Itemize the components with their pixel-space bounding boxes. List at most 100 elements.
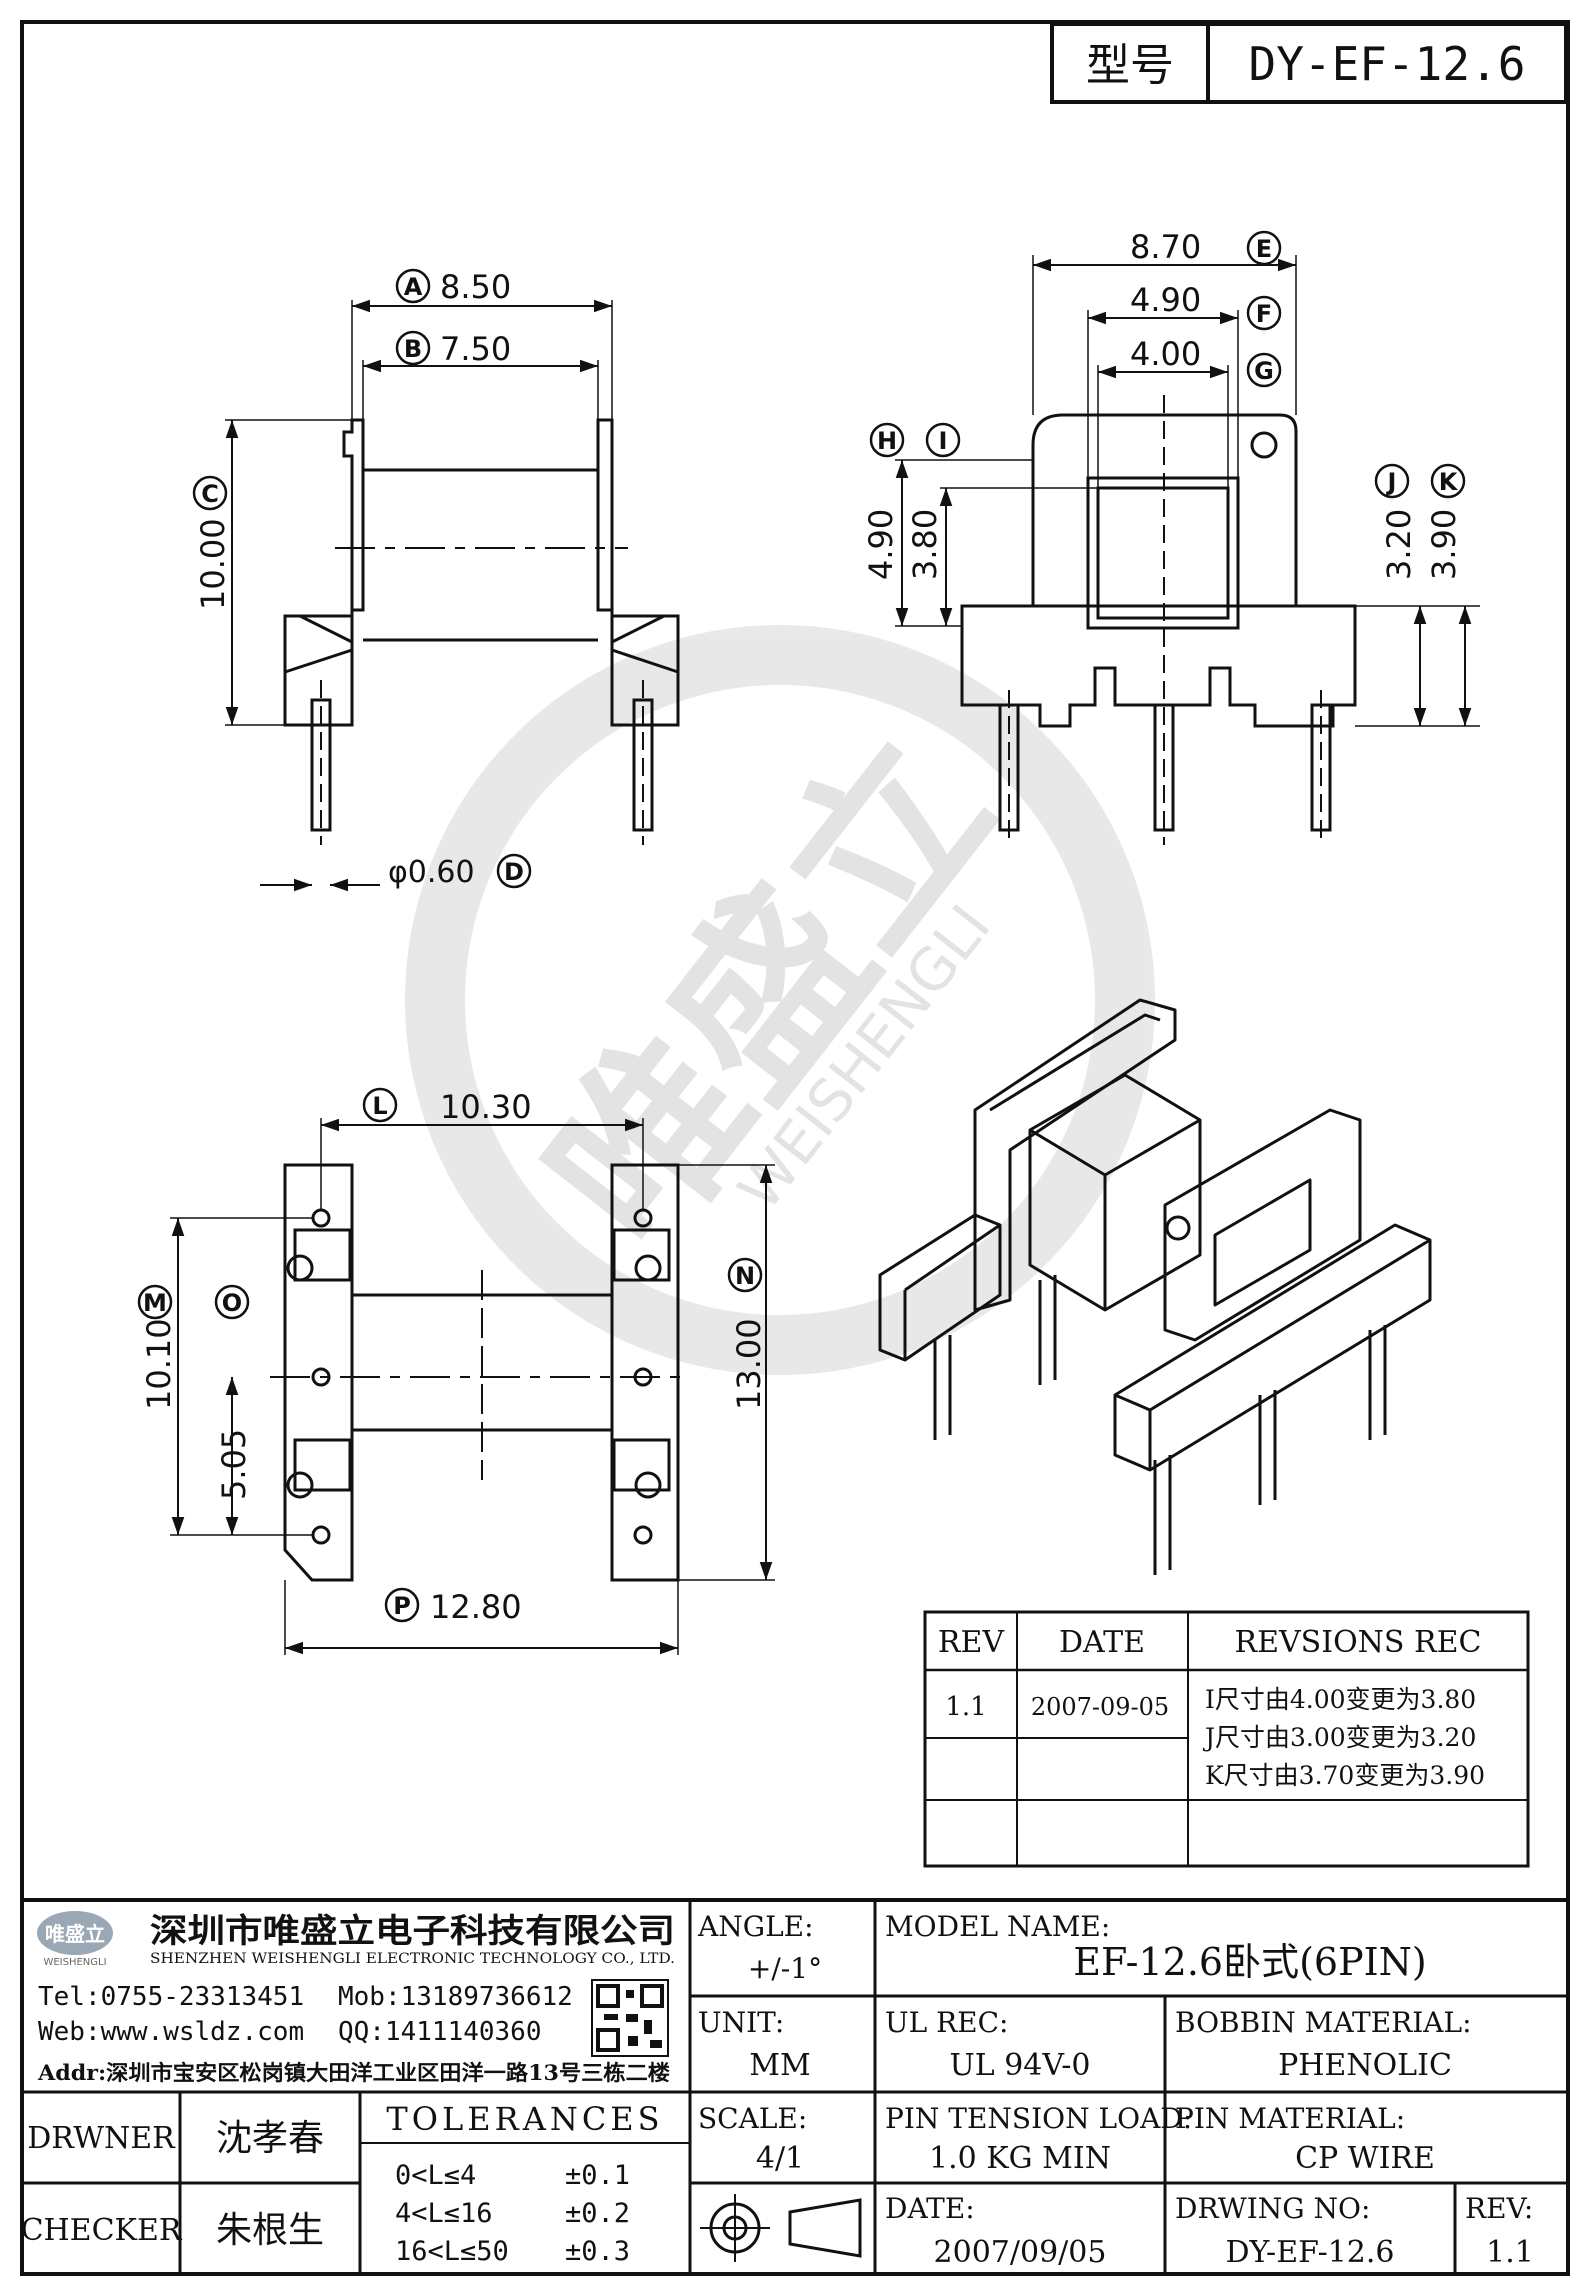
model-name-label: MODEL NAME: (885, 1910, 1110, 1943)
dim-A: 8.50 (440, 268, 511, 306)
label-A: A (404, 273, 423, 301)
pin-material-value: CP WIRE (1295, 2141, 1435, 2176)
label-C: C (201, 480, 219, 508)
unit-label: UNIT: (698, 2006, 784, 2039)
label-P: P (393, 1592, 411, 1620)
label-F: F (1256, 300, 1272, 328)
label-J: J (1386, 468, 1397, 496)
projection-symbol-icon (700, 2194, 862, 2262)
company-mob: Mob:13189736612 (338, 1982, 573, 2012)
pin-tension-label: PIN TENSION LOAD: (885, 2102, 1192, 2135)
revision-note-2: J尺寸由3.00变更为3.20 (1202, 1723, 1476, 1752)
tolerance-value-1: ±0.1 (565, 2160, 630, 2191)
tolerance-value-3: ±0.3 (565, 2236, 630, 2267)
company-logo-en: WEISHENGLI (43, 1957, 106, 1968)
dim-M: 10.10 (140, 1318, 178, 1410)
revision-note-1: I尺寸由4.00变更为3.80 (1205, 1685, 1476, 1714)
label-H: H (877, 427, 897, 455)
tolerance-value-2: ±0.2 (565, 2198, 630, 2229)
sheet-border (20, 20, 1570, 2276)
angle-value: +/-1° (748, 1952, 822, 1985)
rev-cell: 1.1 (945, 1692, 986, 1722)
dim-L: 10.30 (440, 1088, 532, 1126)
company-qq: QQ:1411140360 (338, 2017, 542, 2047)
staff-cells: DRWNER 沈孝春 CHECKER 朱根生 (21, 2118, 324, 2251)
date-header: DATE (1059, 1625, 1145, 1660)
dim-J: 3.20 (1380, 509, 1418, 580)
drawer-label: DRWNER (27, 2121, 176, 2156)
dim-C: 10.00 (194, 518, 232, 610)
revision-note-3: K尺寸由3.70变更为3.90 (1205, 1761, 1485, 1790)
isometric-view (878, 998, 1432, 1575)
side-view (895, 255, 1480, 845)
date-label: DATE: (885, 2192, 975, 2225)
dim-H: 4.90 (862, 509, 900, 580)
title-block (22, 1898, 1568, 2274)
company-name-en: SHENZHEN WEISHENGLI ELECTRONIC TECHNOLOG… (150, 1951, 675, 1967)
label-D: D (504, 858, 524, 886)
tolerance-range-1: 0<L≤4 (395, 2160, 476, 2191)
ul-rec-value: UL 94V-0 (949, 2048, 1090, 2083)
rev-label: REV: (1465, 2192, 1533, 2225)
label-B: B (404, 335, 422, 363)
dim-F: 4.90 (1130, 281, 1201, 319)
dim-G: 4.00 (1130, 335, 1201, 373)
company-name-cn: 深圳市唯盛立电子科技有限公司 (150, 1911, 675, 1950)
rev-value: 1.1 (1486, 2235, 1534, 2270)
drawing-no-label: DRWING NO: (1175, 2192, 1370, 2225)
front-view (225, 299, 680, 892)
dim-N: 13.00 (730, 1318, 768, 1410)
label-I: I (939, 427, 948, 455)
tolerances: TOLERANCES 0<L≤4 ±0.1 4<L≤16 ±0.2 16<L≤5… (386, 2100, 663, 2267)
spec-column: ANGLE: +/-1° UNIT: MM SCALE: 4/1 (697, 1910, 862, 2262)
type-value: DY-EF-12.6 (1249, 37, 1526, 91)
rev-header: REV (938, 1625, 1005, 1660)
revision-table: REV DATE REVSIONS REC 1.1 2007-09-05 I尺寸… (923, 1610, 1530, 1868)
model-info: MODEL NAME: EF-12.6卧式(6PIN) UL REC: UL 9… (885, 1910, 1534, 2270)
bobbin-material-label: BOBBIN MATERIAL: (1175, 2006, 1472, 2039)
bobbin-material-value: PHENOLIC (1278, 2048, 1452, 2083)
dim-D: φ0.60 (388, 855, 475, 890)
drawer-value: 沈孝春 (216, 2118, 324, 2159)
angle-label: ANGLE: (697, 1910, 814, 1943)
tolerance-range-3: 16<L≤50 (395, 2236, 509, 2267)
company-tel: Tel:0755-23313451 (38, 1982, 304, 2012)
date-value: 2007/09/05 (934, 2235, 1107, 2270)
company-logo-cn: 唯盛立 (45, 1922, 105, 1946)
dim-I: 3.80 (906, 509, 944, 580)
pin-tension-value: 1.0 KG MIN (929, 2141, 1111, 2176)
label-O: O (222, 1289, 242, 1317)
scale-label: SCALE: (698, 2102, 807, 2135)
label-N: N (735, 1262, 755, 1290)
company-web: Web:www.wsldz.com (38, 2017, 304, 2047)
bottom-view (170, 1118, 775, 1655)
label-K: K (1439, 468, 1459, 496)
company-address: Addr:深圳市宝安区松岗镇大田洋工业区田洋一路13号三栋二楼 (37, 2060, 670, 2085)
bottom-view-labels: L 10.30 M O 10.10 5.05 N 13.00 P 12.80 (137, 1087, 768, 1626)
side-view-labels: 8.70 E 4.90 F 4.00 G H I 4.90 3.80 J K 3… (862, 228, 1466, 580)
ul-rec-label: UL REC: (885, 2006, 1008, 2039)
type-header: 型号 DY-EF-12.6 (1050, 22, 1568, 104)
unit-value: MM (749, 2048, 810, 2083)
checker-value: 朱根生 (216, 2210, 324, 2251)
company-block: 唯盛立 WEISHENGLI 深圳市唯盛立电子科技有限公司 SHENZHEN W… (37, 1911, 675, 2085)
revisions-header: REVSIONS REC (1235, 1625, 1482, 1660)
tolerance-range-2: 4<L≤16 (395, 2198, 493, 2229)
company-logo: 唯盛立 WEISHENGLI (37, 1911, 113, 1968)
dim-O: 5.05 (215, 1429, 253, 1500)
scale-value: 4/1 (756, 2141, 804, 2176)
qr-code-icon (591, 1979, 669, 2057)
type-label: 型号 (1086, 40, 1174, 91)
dim-B: 7.50 (440, 330, 511, 368)
dim-K: 3.90 (1425, 509, 1463, 580)
model-name-value: EF-12.6卧式(6PIN) (1073, 1940, 1427, 1984)
dim-P: 12.80 (430, 1588, 522, 1626)
checker-label: CHECKER (21, 2213, 183, 2248)
label-E: E (1256, 235, 1272, 263)
date-cell: 2007-09-05 (1031, 1693, 1169, 1721)
tolerances-title: TOLERANCES (386, 2100, 663, 2138)
watermark: 唯盛立 WEISHENGLI (405, 625, 1155, 1375)
label-M: M (143, 1289, 167, 1317)
drawing-no-value: DY-EF-12.6 (1226, 2235, 1395, 2270)
